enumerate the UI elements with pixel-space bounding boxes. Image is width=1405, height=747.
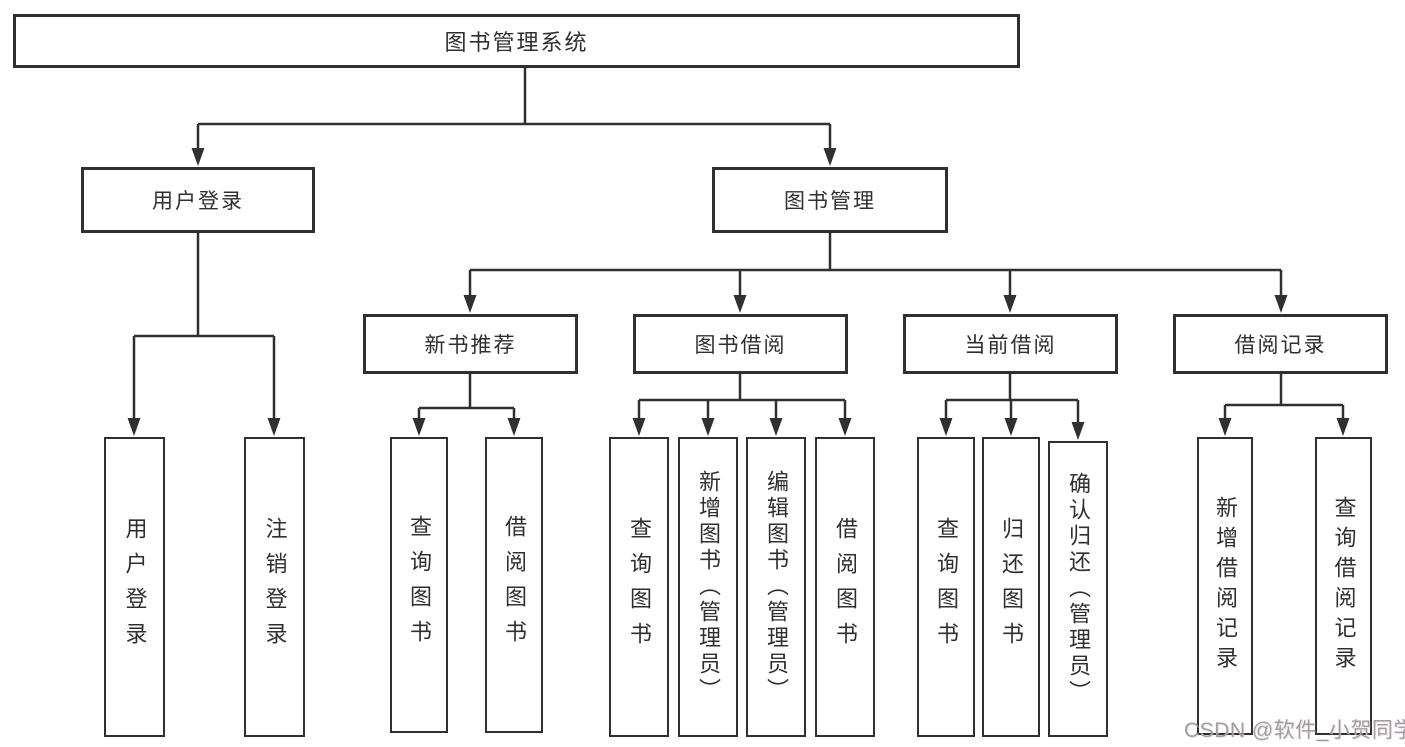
node-new-book-recommend-label: 新书推荐: [424, 334, 517, 357]
leaf-borrow-books-recommend-label: 借阅图书: [502, 515, 527, 655]
leaf-query-books-current: 查询图书: [917, 437, 975, 737]
node-borrowing-records-label: 借阅记录: [1234, 334, 1327, 357]
tree-edges: [132, 68, 1345, 424]
leaf-confirm-return-admin: 确认归还（管理员）: [1048, 441, 1108, 737]
leaf-add-borrow-record: 新增借阅记录: [1197, 437, 1253, 735]
node-new-book-recommend: 新书推荐: [363, 314, 578, 374]
leaf-confirm-return-admin-label: 确认归还（管理员）: [1066, 472, 1091, 706]
node-book-management-label: 图书管理: [784, 190, 876, 213]
leaf-user-login: 用户登录: [104, 437, 165, 737]
leaf-logout: 注销登录: [244, 437, 305, 737]
leaf-add-book-admin: 新增图书（管理员）: [678, 437, 738, 737]
watermark: CSDN @软件_小贺同学: [1184, 719, 1405, 742]
leaf-query-books-recommend: 查询图书: [390, 437, 448, 733]
node-current-borrowing: 当前借阅: [903, 314, 1118, 374]
leaf-add-book-admin-label: 新增图书（管理员）: [696, 470, 721, 704]
leaf-edit-book-admin: 编辑图书（管理员）: [746, 437, 806, 737]
node-book-borrowing: 图书借阅: [633, 314, 848, 374]
node-book-borrowing-label: 图书借阅: [694, 334, 787, 357]
node-root: 图书管理系统: [13, 14, 1020, 68]
leaf-query-borrow-record: 查询借阅记录: [1315, 437, 1372, 735]
node-book-management: 图书管理: [712, 167, 948, 233]
leaf-borrow-books-borrowing: 借阅图书: [815, 437, 875, 737]
node-borrowing-records: 借阅记录: [1173, 314, 1388, 374]
leaf-query-books-current-label: 查询图书: [934, 517, 959, 657]
leaf-return-book: 归还图书: [982, 437, 1040, 737]
leaf-query-books-borrowing: 查询图书: [609, 437, 669, 737]
node-user-login-label: 用户登录: [152, 190, 244, 213]
leaf-borrow-books-borrowing-label: 借阅图书: [833, 517, 858, 657]
leaf-return-book-label: 归还图书: [999, 517, 1024, 657]
leaf-query-books-recommend-label: 查询图书: [407, 515, 432, 655]
leaf-edit-book-admin-label: 编辑图书（管理员）: [764, 470, 789, 704]
leaf-query-books-borrowing-label: 查询图书: [627, 517, 652, 657]
node-user-login: 用户登录: [81, 167, 315, 233]
leaf-add-borrow-record-label: 新增借阅记录: [1213, 496, 1238, 676]
node-current-borrowing-label: 当前借阅: [964, 334, 1057, 357]
leaf-user-login-label: 用户登录: [122, 517, 148, 657]
node-root-label: 图书管理系统: [444, 30, 589, 55]
leaf-query-borrow-record-label: 查询借阅记录: [1331, 496, 1357, 676]
leaf-borrow-books-recommend: 借阅图书: [485, 437, 543, 733]
leaf-logout-label: 注销登录: [262, 517, 288, 657]
